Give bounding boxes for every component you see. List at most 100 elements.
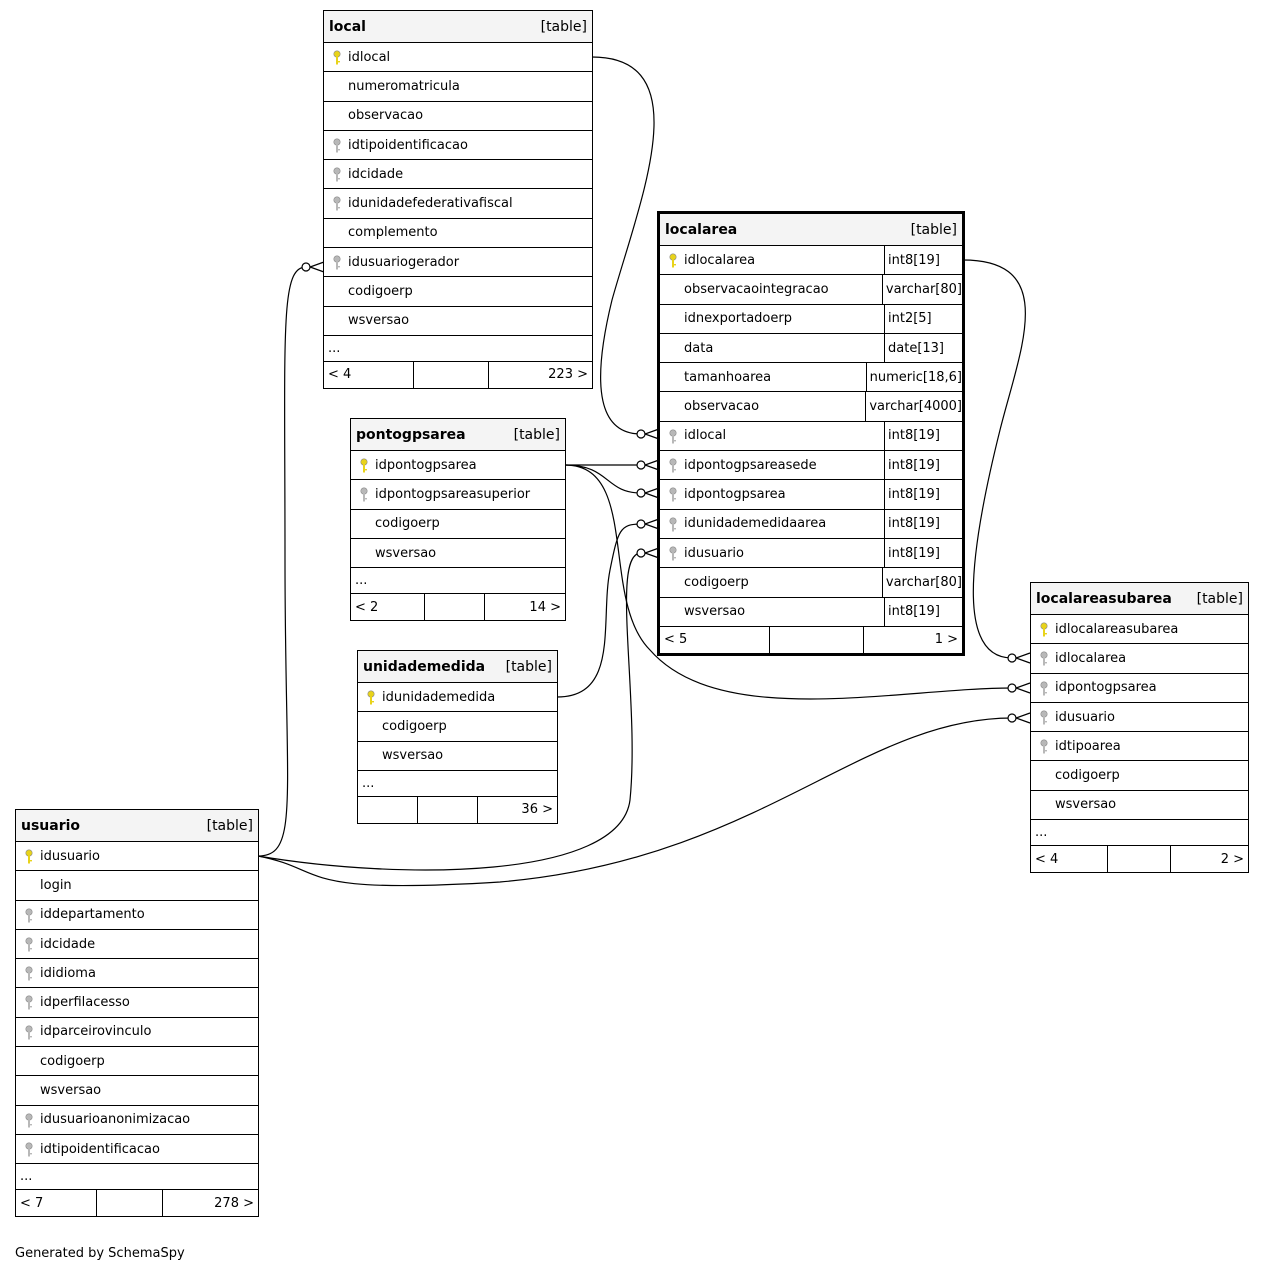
column-row[interactable]: idusuario bbox=[16, 842, 258, 872]
column-row[interactable]: codigoerp bbox=[16, 1047, 258, 1077]
column-name: codigoerp bbox=[40, 1053, 105, 1069]
table-localareasubarea[interactable]: localareasubarea[table]idlocalareasubare… bbox=[1030, 582, 1249, 874]
child-count[interactable]: 36 > bbox=[521, 802, 553, 818]
column-type: int8[19] bbox=[884, 246, 962, 275]
column-row[interactable]: wsversao bbox=[16, 1076, 258, 1106]
child-count[interactable]: 278 > bbox=[214, 1195, 254, 1211]
table-kind: [table] bbox=[206, 817, 253, 834]
table-header: localarea[table] bbox=[660, 214, 962, 246]
column-name: idunidadefederativafiscal bbox=[348, 196, 513, 212]
column-row[interactable]: idtipoidentificacao bbox=[324, 131, 592, 161]
child-count[interactable]: 1 > bbox=[934, 632, 958, 648]
footer-middle[interactable] bbox=[425, 594, 485, 621]
column-type: int8[19] bbox=[884, 509, 962, 538]
table-footer: < 2 14 > bbox=[351, 594, 565, 621]
more-columns-ellipsis[interactable]: ... bbox=[324, 336, 592, 362]
column-row[interactable]: idusuarioanonimizacao bbox=[16, 1106, 258, 1135]
more-columns-ellipsis[interactable]: ... bbox=[16, 1164, 258, 1191]
column-row[interactable]: idtipoarea bbox=[1031, 732, 1248, 762]
column-row[interactable]: idlocal bbox=[324, 43, 592, 73]
column-row[interactable]: observacao bbox=[324, 102, 592, 131]
table-footer: 36 > bbox=[358, 796, 557, 823]
column-row[interactable]: numeromatricula bbox=[324, 72, 592, 102]
generated-by-note: Generated by SchemaSpy bbox=[15, 1246, 185, 1261]
footer-middle[interactable] bbox=[414, 361, 489, 388]
column-row[interactable]: idcidade bbox=[16, 930, 258, 960]
column-row[interactable]: idunidadefederativafiscal bbox=[324, 189, 592, 219]
column-row[interactable]: complemento bbox=[324, 219, 592, 249]
column-row[interactable]: idtipoidentificacao bbox=[16, 1135, 258, 1165]
column-row[interactable]: idlocalarea bbox=[1031, 644, 1248, 674]
more-columns-ellipsis[interactable]: ... bbox=[351, 568, 565, 595]
more-columns-ellipsis[interactable]: ... bbox=[1031, 820, 1248, 847]
parent-count[interactable]: < 5 bbox=[660, 626, 770, 653]
column-name: idlocalarea bbox=[1055, 650, 1127, 666]
footer-middle[interactable] bbox=[1108, 846, 1171, 873]
parent-count[interactable]: < 7 bbox=[16, 1190, 97, 1217]
child-count[interactable]: 223 > bbox=[548, 367, 588, 383]
column-row[interactable]: codigoerp bbox=[1031, 761, 1248, 791]
child-count[interactable]: 14 > bbox=[529, 599, 561, 615]
column-row[interactable]: idpontogpsareasuperior bbox=[351, 480, 565, 510]
column-name: iddepartamento bbox=[40, 907, 145, 923]
column-row[interactable]: login bbox=[16, 871, 258, 901]
footer-middle[interactable] bbox=[770, 626, 864, 653]
column-row[interactable]: idpontogpsarea bbox=[351, 451, 565, 481]
column-type: int8[19] bbox=[884, 480, 962, 509]
column-row[interactable]: wsversao bbox=[1031, 791, 1248, 821]
parent-count[interactable]: < 4 bbox=[1031, 846, 1108, 873]
column-row[interactable]: ididioma bbox=[16, 959, 258, 989]
column-row[interactable]: idcidade bbox=[324, 160, 592, 190]
edge-usuario-subarea bbox=[257, 717, 1013, 887]
edge-pontogps-localarea bbox=[564, 464, 642, 494]
parent-count[interactable]: < 4 bbox=[324, 361, 414, 388]
column-row[interactable]: idparceirovinculo bbox=[16, 1018, 258, 1048]
column-row[interactable]: idusuario bbox=[1031, 703, 1248, 733]
parent-count[interactable]: < 2 bbox=[351, 594, 425, 621]
column-row[interactable]: wsversao bbox=[351, 539, 565, 569]
column-row[interactable]: codigoerp bbox=[324, 277, 592, 307]
column-row[interactable]: idlocalareasubarea bbox=[1031, 615, 1248, 645]
footer-middle[interactable] bbox=[97, 1190, 163, 1217]
parent-count[interactable] bbox=[358, 796, 418, 823]
column-name: wsversao bbox=[40, 1083, 102, 1099]
column-name: idlocalareasubarea bbox=[1055, 621, 1179, 637]
column-row[interactable]: codigoerp bbox=[358, 712, 557, 742]
column-row[interactable]: wsversao bbox=[324, 307, 592, 336]
column-row[interactable]: iddepartamento bbox=[16, 901, 258, 930]
column-type: numeric[18,6] bbox=[865, 363, 962, 392]
column-name: idparceirovinculo bbox=[40, 1024, 152, 1040]
footer-middle[interactable] bbox=[418, 796, 478, 823]
edge-localarea-subarea bbox=[962, 259, 1026, 659]
column-name: idusuario bbox=[40, 848, 100, 864]
column-row[interactable]: wsversao bbox=[358, 742, 557, 771]
child-count[interactable]: 2 > bbox=[1220, 851, 1244, 867]
column-row[interactable]: codigoerp bbox=[351, 510, 565, 539]
column-row[interactable]: idunidademedida bbox=[358, 683, 557, 713]
more-columns-ellipsis[interactable]: ... bbox=[358, 771, 557, 797]
column-row[interactable]: idperfilacesso bbox=[16, 988, 258, 1018]
column-row[interactable]: idpontogpsarea bbox=[1031, 674, 1248, 703]
column-row[interactable]: idusuariogerador bbox=[324, 248, 592, 278]
column-name: idtipoarea bbox=[1055, 738, 1121, 754]
column-name: idpontogpsarea bbox=[1055, 680, 1157, 696]
